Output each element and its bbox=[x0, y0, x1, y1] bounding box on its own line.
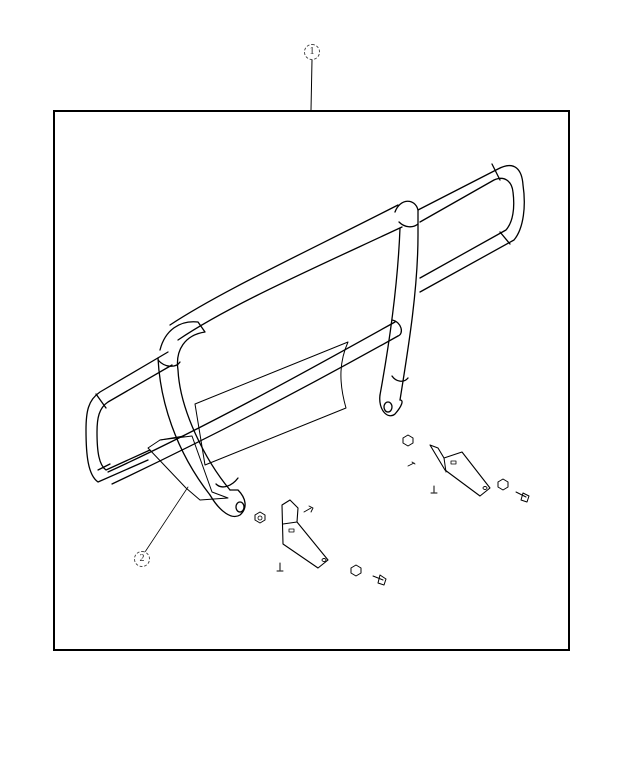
upper-cross-tube bbox=[169, 204, 403, 341]
callout-1: 1 bbox=[304, 44, 320, 60]
right-upright bbox=[379, 200, 419, 417]
leader-line-2 bbox=[144, 486, 189, 553]
leader-line-1 bbox=[310, 59, 313, 111]
left-bracket-set bbox=[254, 499, 387, 586]
callout-2: 2 bbox=[134, 551, 150, 567]
diagram-frame bbox=[53, 110, 570, 651]
left-upright bbox=[157, 321, 246, 518]
right-bracket-set bbox=[402, 434, 530, 503]
deflector-panel bbox=[147, 341, 349, 501]
left-outer-loop bbox=[85, 351, 173, 483]
lower-cross-tube bbox=[107, 319, 403, 485]
right-outer-loop bbox=[417, 163, 525, 293]
